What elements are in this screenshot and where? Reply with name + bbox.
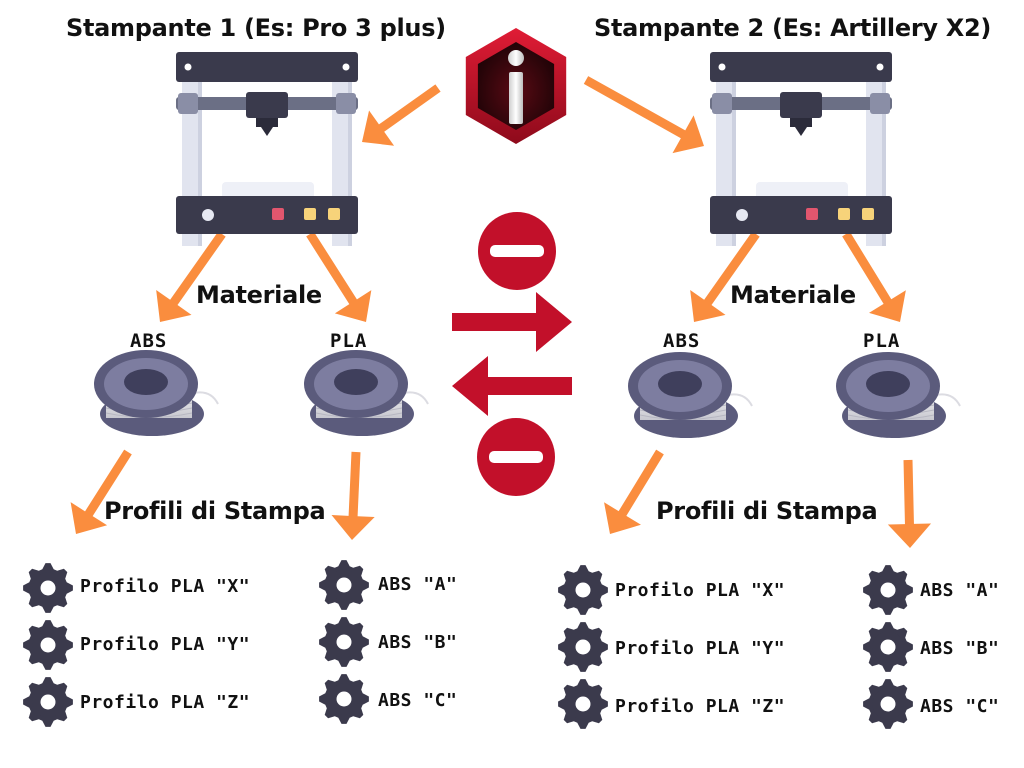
no-entry-icon <box>477 418 555 496</box>
printer-2-profile-pla-y: Profilo PLA "Y" <box>615 638 786 659</box>
printer-2-abs-profile-2-gear-icon <box>863 679 913 729</box>
printer-2-profile-pla-z: Profilo PLA "Z" <box>615 696 786 717</box>
arrow-info-to-printer-2 <box>583 76 704 154</box>
printer-2-profiles-label: Profili di Stampa <box>656 497 878 525</box>
arrow-abs-1-to-profiles <box>70 449 132 534</box>
arrow-abs-2-to-profiles <box>604 449 664 534</box>
printer-1-profile-abs-b: ABS "B" <box>378 632 458 653</box>
arrow-printer-2-to-abs <box>690 231 760 322</box>
printer-1-pla-profile-0-gear-icon <box>23 563 73 613</box>
printer-1-title: Stampante 1 (Es: Pro 3 plus) <box>66 14 446 42</box>
arrow-printer-1-to-abs <box>156 231 226 322</box>
printer-1-profile-abs-a: ABS "A" <box>378 574 458 595</box>
printer-1-spool-abs-label: ABS <box>130 330 168 352</box>
printer-1-icon <box>176 52 358 246</box>
printer-2-abs-profile-1-gear-icon <box>863 622 913 672</box>
printer-1-abs-profile-1-gear-icon <box>319 617 369 667</box>
arrow-info-to-printer-1 <box>362 84 441 146</box>
printer-2-spool-abs-label: ABS <box>663 330 701 352</box>
printer-1-abs-profile-2-gear-icon <box>319 674 369 724</box>
arrow-pla-2-to-profiles <box>887 459 932 548</box>
printer-2-pla-profile-2-gear-icon <box>558 679 608 729</box>
arrow-right-icon <box>452 292 572 352</box>
printer-2-profile-abs-b: ABS "B" <box>920 638 1000 659</box>
printer-1-profile-abs-c: ABS "C" <box>378 690 458 711</box>
printer-1-pla-profile-1-gear-icon <box>23 620 73 670</box>
printer-1-profile-pla-y: Profilo PLA "Y" <box>80 634 251 655</box>
printer-2-profile-abs-c: ABS "C" <box>920 696 1000 717</box>
printer-2-icon <box>710 52 892 246</box>
printer-1-spool-pla-icon <box>304 350 429 436</box>
printer-1-profile-pla-x: Profilo PLA "X" <box>80 576 251 597</box>
printer-1-abs-profile-0-gear-icon <box>319 560 369 610</box>
printer-2-spool-pla-label: PLA <box>863 330 901 352</box>
arrow-left-icon <box>452 356 572 416</box>
printer-2-profile-pla-x: Profilo PLA "X" <box>615 580 786 601</box>
printer-2-spool-pla-icon <box>836 352 961 438</box>
arrow-printer-1-to-pla <box>306 231 372 322</box>
printer-2-pla-profile-1-gear-icon <box>558 622 608 672</box>
printer-1-profiles-label: Profili di Stampa <box>104 497 326 525</box>
arrow-printer-2-to-pla <box>842 231 906 322</box>
printer-2-abs-profile-0-gear-icon <box>863 565 913 615</box>
printer-1-pla-profile-2-gear-icon <box>23 677 73 727</box>
printer-1-profile-pla-z: Profilo PLA "Z" <box>80 692 251 713</box>
printer-2-pla-profile-0-gear-icon <box>558 565 608 615</box>
printer-2-spool-abs-icon <box>628 352 753 438</box>
printer-1-spool-pla-label: PLA <box>330 330 368 352</box>
arrow-pla-1-to-profiles <box>331 451 375 540</box>
no-entry-icon <box>478 212 556 290</box>
printer-1-material-label: Materiale <box>196 281 322 309</box>
info-hexagon-icon <box>465 28 567 144</box>
printer-2-material-label: Materiale <box>730 281 856 309</box>
printer-2-profile-abs-a: ABS "A" <box>920 580 1000 601</box>
printer-2-title: Stampante 2 (Es: Artillery X2) <box>594 14 992 42</box>
printer-1-spool-abs-icon <box>94 350 219 436</box>
